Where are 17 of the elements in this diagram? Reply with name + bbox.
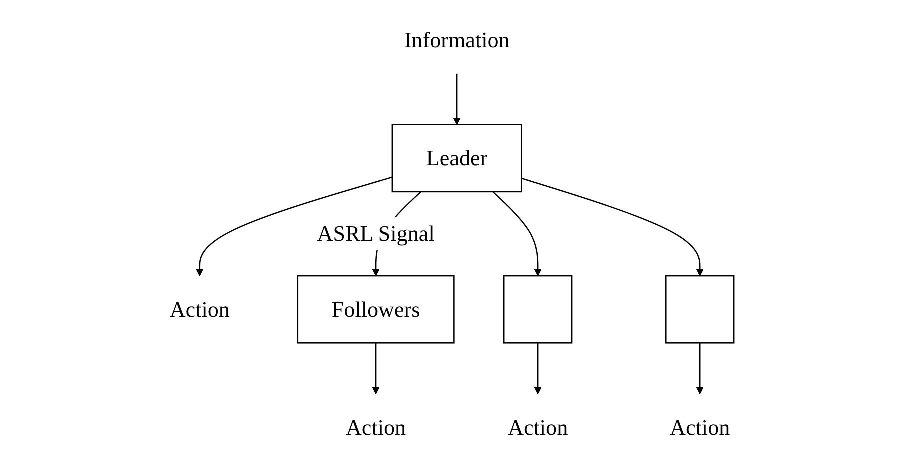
node-text: Information [404, 28, 510, 53]
node-text: Action [170, 297, 230, 322]
node-box: Followers [297, 275, 455, 344]
arrow [522, 178, 704, 276]
node-text: Action [670, 415, 730, 440]
edge-label: ASRL Signal [317, 222, 435, 246]
node-box [665, 275, 735, 344]
arrow [492, 191, 542, 276]
node-text: Action [508, 415, 568, 440]
arrow [196, 176, 393, 276]
arrow [372, 343, 380, 394]
arrow [696, 343, 704, 394]
arrow [453, 74, 461, 126]
node-box [503, 275, 573, 344]
node-box: Leader [392, 124, 522, 193]
node-text: Action [346, 415, 406, 440]
arrow [534, 343, 542, 394]
